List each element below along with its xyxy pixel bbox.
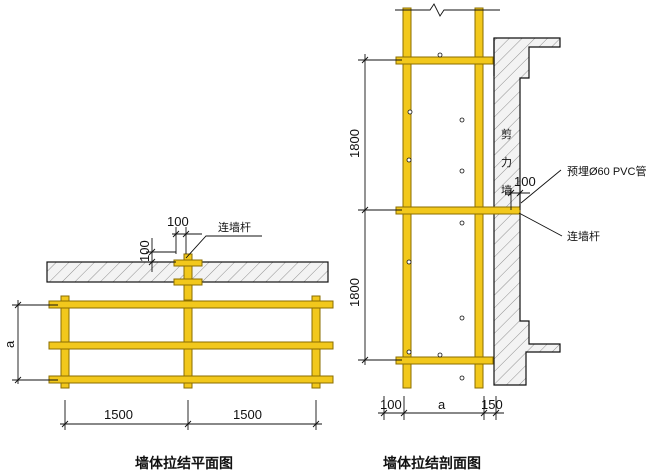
section-standards [402, 7, 484, 389]
section-ledger-3 [395, 356, 494, 365]
plan-ledger-1 [48, 300, 334, 309]
plan-caption: 墙体拉结平面图 [135, 455, 233, 472]
section-dim-bottom-left: 100 [380, 397, 402, 412]
section-break-line [395, 3, 500, 17]
plan-ledger-2 [48, 341, 334, 350]
section-ledger-2 [395, 206, 521, 215]
section-pipe-leader [520, 169, 562, 204]
section-wall-label-3: 墙 [501, 183, 512, 197]
section-wall-label-2: 力 [501, 156, 512, 169]
plan-dim-1500-left: 1500 [104, 407, 133, 422]
section-connectors [406, 52, 465, 381]
plan-view: 100 100 连墙杆 a [2, 214, 334, 472]
plan-dim-top-text: 100 [167, 214, 189, 229]
section-shear-wall [493, 37, 561, 386]
section-dim-bottom-mid: a [438, 397, 446, 412]
section-dim-bottom [378, 396, 504, 420]
plan-tie-rod [183, 253, 193, 301]
section-tie-label: 连墙杆 [567, 229, 600, 243]
plan-tie-clamp [173, 259, 203, 267]
plan-dim-side [146, 238, 176, 272]
plan-dim-1500-right: 1500 [233, 407, 262, 422]
plan-tie-clamp-2 [173, 278, 203, 286]
section-ledger-1 [395, 56, 494, 65]
section-wall-label-1: 剪 [501, 127, 512, 141]
section-standard-right [474, 7, 484, 389]
section-dim-1800-upper: 1800 [347, 129, 362, 158]
section-view: 1800 1800 剪 力 墙 预埋Ø60 PVC管 100 连墙杆 [347, 3, 646, 472]
plan-dim-a-text: a [2, 340, 17, 348]
section-dim-bottom-right: 150 [481, 397, 503, 412]
plan-dim-top [172, 227, 202, 254]
section-dim-gap [505, 188, 530, 210]
section-tie-leader [518, 212, 563, 237]
plan-ledger-3 [48, 375, 334, 384]
section-standard-left [402, 7, 412, 389]
section-caption: 墙体拉结剖面图 [383, 455, 481, 472]
section-dim-gap-text: 100 [514, 174, 536, 189]
plan-ledgers [48, 300, 334, 384]
section-dim-1800-lower: 1800 [347, 278, 362, 307]
section-pipe-label: 预埋Ø60 PVC管 [567, 164, 646, 178]
section-dim-height [358, 54, 402, 365]
plan-dim-side-text: 100 [137, 240, 152, 262]
section-ledgers [395, 56, 521, 365]
plan-dim-bottom [60, 400, 322, 430]
plan-dim-left [12, 300, 58, 384]
plan-tie-label: 连墙杆 [218, 220, 251, 234]
plan-tie-leader [185, 235, 262, 259]
